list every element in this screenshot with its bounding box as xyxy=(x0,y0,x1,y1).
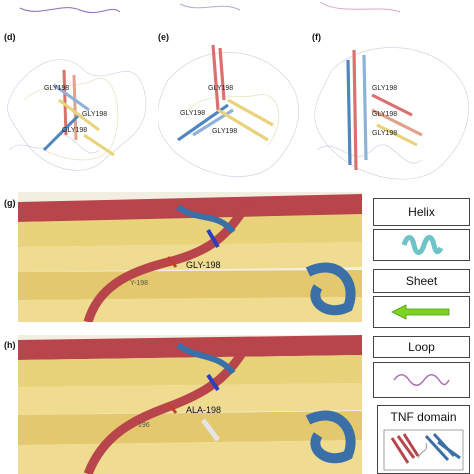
panel-h-letter: (h) xyxy=(4,340,16,350)
panel-f-structure: GLY198 GLY198 GLY198 xyxy=(314,47,469,180)
panel-h-structure: ALA-198 196 xyxy=(18,335,362,474)
legend-loop-title: Loop xyxy=(373,336,470,358)
legend-sheet-label: Sheet xyxy=(405,274,438,288)
panel-g-letter: (g) xyxy=(4,198,16,208)
panel-d-label-1: GLY198 xyxy=(44,85,69,92)
legend-tnf-label: TNF domain xyxy=(390,410,457,424)
legend-sheet-title: Sheet xyxy=(373,269,470,293)
panel-e-label-2: GLY198 xyxy=(180,110,205,117)
legend-tnf-title: TNF domain xyxy=(378,406,469,428)
panel-d-structure: GLY198 GLY198 GLY198 xyxy=(7,59,147,171)
legend-loop-icon-box xyxy=(373,362,470,398)
panel-g-structure: GLY-198 Y-198 xyxy=(18,192,362,322)
helix-icon xyxy=(401,235,444,255)
legend-tnf-box: TNF domain xyxy=(377,405,470,474)
legend-helix-title: Helix xyxy=(373,198,470,226)
top-cropped-structures xyxy=(19,1,401,14)
legend-sheet-icon-box xyxy=(373,296,470,328)
panel-d-label-3: GLY198 xyxy=(62,127,87,134)
legend-helix-icon-box xyxy=(373,229,470,261)
legend-helix-label: Helix xyxy=(408,205,435,219)
loop-wave-icon xyxy=(393,374,450,386)
panel-f-label-3: GLY198 xyxy=(372,130,397,137)
panel-e-letter: (e) xyxy=(158,32,169,42)
tnf-domain-structure-icon xyxy=(383,429,464,471)
panel-f-label-1: GLY198 xyxy=(372,85,397,92)
panel-f-label-2: GLY198 xyxy=(372,111,397,118)
panel-h-label-2: 196 xyxy=(138,422,150,429)
sheet-arrow-icon xyxy=(391,304,450,320)
panel-g-label-2: Y-198 xyxy=(130,280,148,287)
panel-d-letter: (d) xyxy=(4,32,16,42)
panel-e-structure: GLY198 GLY198 GLY198 xyxy=(158,44,299,177)
panel-e-label-1: GLY198 xyxy=(208,85,233,92)
panel-e-label-3: GLY198 xyxy=(212,128,237,135)
panel-h-label-1: ALA-198 xyxy=(186,405,221,415)
panel-f-letter: (f) xyxy=(312,32,321,42)
legend-loop-label: Loop xyxy=(408,340,435,354)
panel-g-label-1: GLY-198 xyxy=(186,260,221,270)
panel-d-label-2: GLY198 xyxy=(82,111,107,118)
